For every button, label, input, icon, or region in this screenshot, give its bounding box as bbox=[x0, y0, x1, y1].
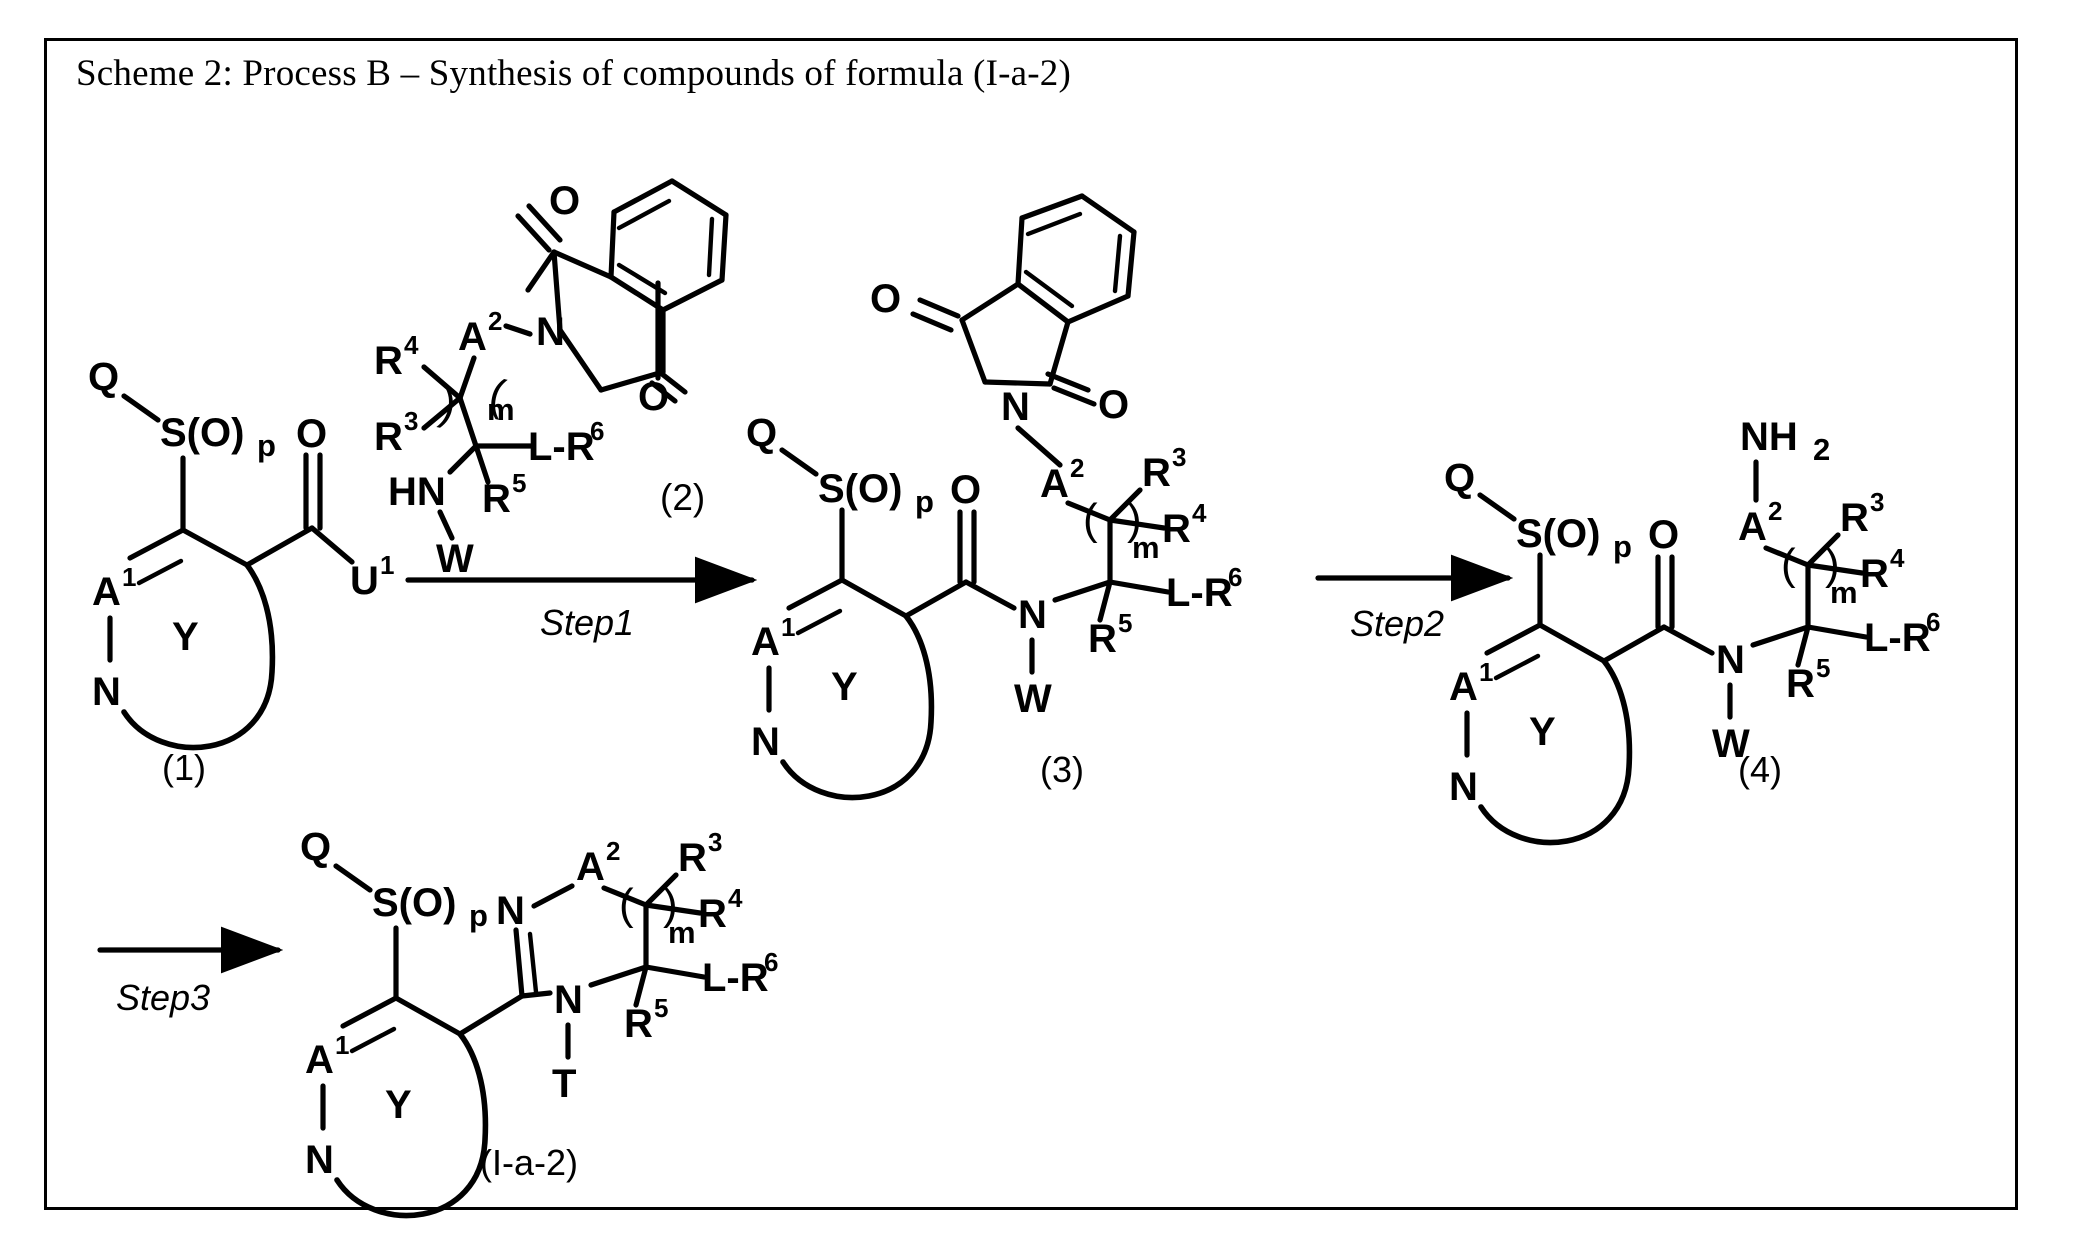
scheme-title: Scheme 2: Process B – Synthesis of compo… bbox=[76, 53, 1071, 94]
scheme-border bbox=[44, 38, 2018, 1210]
